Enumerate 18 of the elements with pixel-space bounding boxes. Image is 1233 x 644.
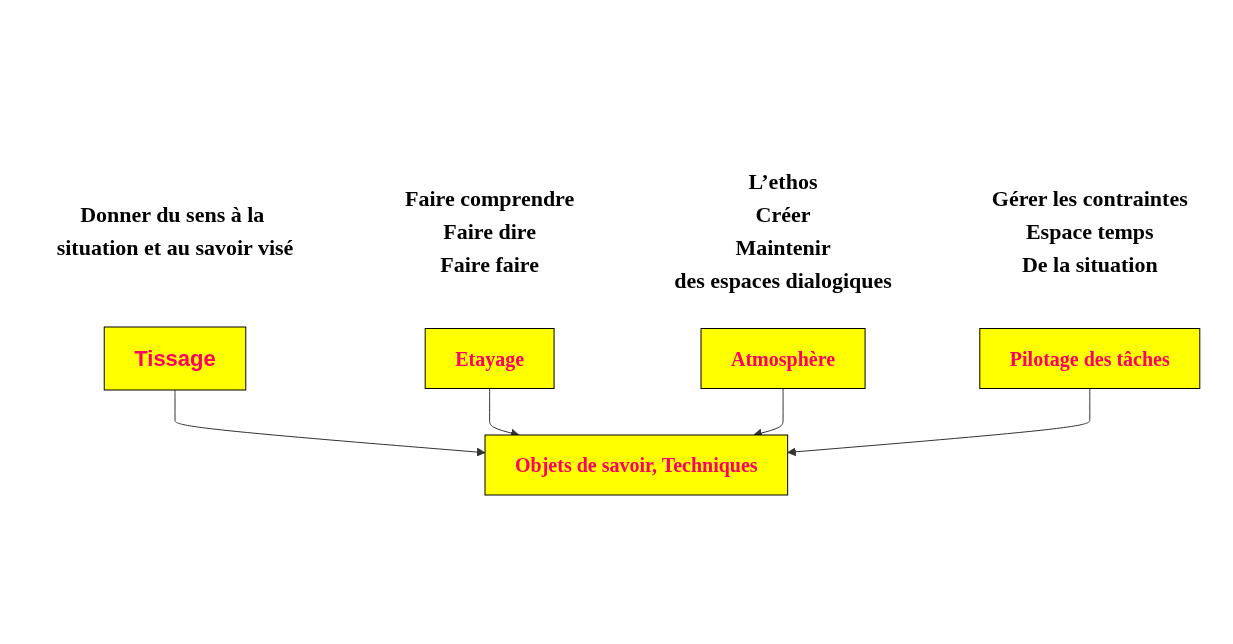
node-label: L’ethos (748, 168, 818, 194)
node-label: Faire faire (440, 251, 540, 276)
node-box: Objets de savoir, Techniques (484, 434, 789, 495)
node-box: Tissage (103, 326, 247, 390)
node-label: Donner du sens à la situation et au savoir visé (56, 201, 294, 260)
node-box: Pilotage des tâches (979, 327, 1201, 389)
node-label: Gérer les contraintes (991, 185, 1188, 210)
node-label: Faire dire (443, 218, 537, 243)
node-label: Maintenir (735, 234, 831, 260)
node-label: Espace temps (1026, 218, 1154, 243)
node-label: De la situation (1022, 251, 1158, 276)
node-label: Créer (755, 201, 811, 227)
arrow (174, 389, 486, 456)
node-label: des espaces dialogiques (674, 267, 892, 293)
node-box: Etayage (424, 327, 555, 389)
node-box: Atmosphère (700, 327, 866, 389)
arrow (787, 387, 1091, 456)
node-label: Faire comprendre (405, 185, 575, 210)
